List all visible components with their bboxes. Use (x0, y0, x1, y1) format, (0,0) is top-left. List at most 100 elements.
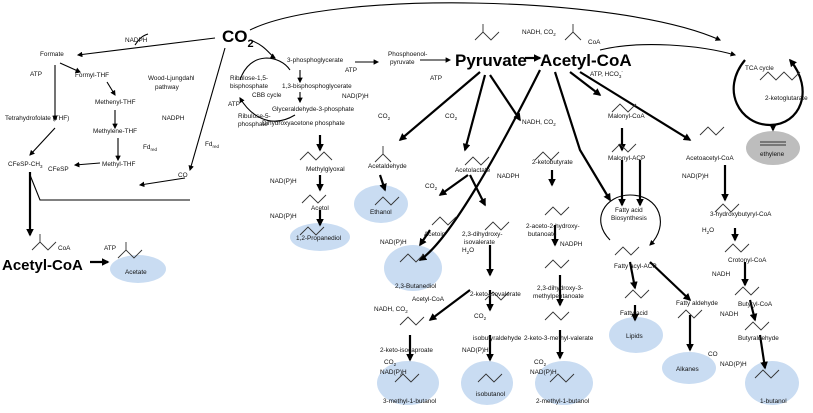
butyryl-label: Butyryl-CoA (738, 301, 773, 308)
ketomv-label: 2-keto-3-methyl-valerate (524, 335, 594, 342)
ethylene-label: ethylene (760, 151, 785, 158)
methylbutanol3-bubble (377, 361, 439, 405)
g3p-label: Glyceraldehyde-3-phosphate (272, 106, 355, 113)
cbb-atp2-label: ATP (228, 101, 240, 108)
ru5p-label-2: phosphate (238, 121, 268, 128)
bpg-label: 1,3-bisphosphoglycerate (282, 83, 352, 90)
cfesp-label: CFeSP (48, 166, 69, 173)
molecule-sketches (31, 24, 801, 383)
wood-ljungdahl-label: Wood-Ljungdahl (148, 75, 194, 82)
aceto-label-1: 2-aceto-2-hydroxy- (526, 223, 580, 230)
isobutanol-label: isobutanol (476, 391, 505, 398)
methylbutanol3-label: 3-methyl-1-butanol (383, 398, 436, 405)
ketoisocaproate-label: 2-keto-isocaproate (380, 347, 433, 354)
butanediol-label: 2,3-Butanediol (395, 283, 436, 290)
fd-red1-label: Fdred (143, 144, 157, 152)
fatty-aldehyde-label: Fatty aldehyde (676, 300, 718, 307)
acetate-label: Acetate (125, 269, 147, 276)
acetate-bubble (110, 255, 166, 283)
rubp-label-2: bisphosphate (230, 83, 268, 90)
acetolactate-label: Acetolactate (455, 167, 491, 174)
co2-c-label: CO2 (425, 183, 438, 191)
fd-red2-label: Fdred (205, 141, 219, 149)
butanol-bubble (745, 361, 799, 405)
nadph-f-label: NAD(P)H (462, 347, 489, 354)
formate-label: Formate (40, 51, 64, 58)
coa-center-label: CoA (588, 39, 601, 46)
butanediol-bubble (384, 245, 442, 291)
dihydroxy-label-2: isovalerate (464, 239, 495, 246)
propanediol-label: 1,2-Propanediol (296, 235, 341, 242)
nadh-label: NADH (712, 271, 730, 278)
fatty-acid-label: Fatty acid (620, 310, 648, 317)
malonyl-coa-label: Malonyl-CoA (608, 113, 645, 120)
coa-left-label: CoA (58, 245, 71, 252)
co2-f-label: CO2 (534, 359, 547, 367)
co2-d-label: CO2 (474, 313, 487, 321)
co2-a-label: CO2 (378, 113, 391, 121)
ketoglutarate-label: 2-ketoglutarate (765, 95, 808, 102)
nadh-co2-c-label: NADH, CO2 (374, 306, 408, 314)
ketoiso-label: 2-keto-isovalerate (470, 291, 521, 298)
h2o-right-label: H2O (702, 227, 714, 235)
ethanol-bubble (354, 185, 408, 223)
lipids-bubble (609, 317, 663, 353)
butanol-label: 1-butanol (760, 398, 787, 405)
alkanes-label: Alkanes (676, 366, 699, 373)
pyruvate-label: Pyruvate (455, 51, 527, 70)
fa-bio-label-1: Fatty acid (615, 207, 643, 214)
dihydroxy-label-1: 2,3-dihydroxy- (462, 231, 503, 238)
acetaldehyde-label: Acetaldehyde (368, 163, 407, 170)
cfesp-ch3-label: CFeSP-CH3 (8, 161, 43, 169)
nadh2-label: NADH (720, 311, 738, 318)
co-right-label: CO (708, 351, 718, 358)
methylbutanol2-label: 2-methyl-1-butanol (536, 398, 589, 405)
wl-nadph-label: NADPH (125, 37, 148, 44)
3pg-label: 3-phosphoglycerate (287, 57, 344, 64)
tca-label: TCA cycle (745, 65, 774, 72)
nadph-i-label: NAD(P)H (682, 173, 709, 180)
methylene-thf-label: Methylene-THF (93, 128, 137, 135)
thf-label: Tetrahydrofolate (THF) (5, 115, 69, 122)
acetyl-coa-center-label: Acetyl-CoA (540, 51, 632, 70)
wl-atp-label: ATP (30, 71, 42, 78)
atp2-label: ATP (104, 245, 116, 252)
cbb-atp-label: ATP (345, 67, 357, 74)
nadph-j-label: NAD(P)H (720, 361, 747, 368)
acetoin-label: Acetoin (424, 231, 446, 238)
nadph-c-label: NADPH (497, 173, 520, 180)
lipids-label: Lipids (626, 333, 643, 340)
cbb-nadph-a-label: NAD(P)H (270, 178, 297, 185)
isobutyraldehyde-label: isobutyraldehyde (473, 335, 522, 342)
ethylene-bubble (746, 131, 800, 165)
crotonyl-label: Crotonyl-CoA (728, 257, 767, 264)
nadph-g-label: NAD(P)H (380, 369, 407, 376)
cbb-nadph-b-label: NAD(P)H (270, 213, 297, 220)
acetylcoa-small-label: Acetyl-CoA (412, 296, 445, 303)
methenyl-thf-label: Methenyl-THF (95, 99, 136, 106)
methylglyoxal-label: Methylglyoxal (306, 166, 345, 173)
cbb-nadph-label: NAD(P)H (342, 93, 369, 100)
hb-coa-label: 3-hydroxybutyryl-CoA (710, 211, 772, 218)
nadh-co2-b-label: NADH, CO2 (522, 119, 556, 127)
alkanes-bubble (662, 352, 716, 384)
malonyl-acp-label: Malonyl-ACP (608, 155, 645, 162)
rubp-label-1: Ribulose-1,5- (230, 75, 268, 82)
nadph-e-label: NADPH (560, 241, 583, 248)
dhap-label: Dihydroxyacetone phosphate (262, 120, 345, 127)
arrows (26, 2, 804, 370)
nadph-d-label: NAD(P)H (380, 239, 407, 246)
co2-e-label: CO2 (384, 359, 397, 367)
fa-bio-label-2: Biosynthesis (611, 215, 647, 222)
nadph-h-label: NAD(P)H (530, 369, 557, 376)
ru5p-label-1: Ribulose-5- (238, 113, 271, 120)
acetoacetyl-label: Acetoacetyl-CoA (686, 155, 734, 162)
pep-label-1: Phosphoenol- (388, 51, 427, 58)
dhmp-label-2: methylpentanoate (533, 293, 584, 300)
ketobutyrate-label: 2-ketobutyrate (532, 159, 573, 166)
nadh-co2-label: NADH, CO2 (522, 29, 556, 37)
wl-nadph2-label: NADPH (162, 115, 185, 122)
acetol-label: Acetol (311, 205, 329, 212)
butyraldehyde-label: Butyraldehyde (738, 335, 779, 342)
